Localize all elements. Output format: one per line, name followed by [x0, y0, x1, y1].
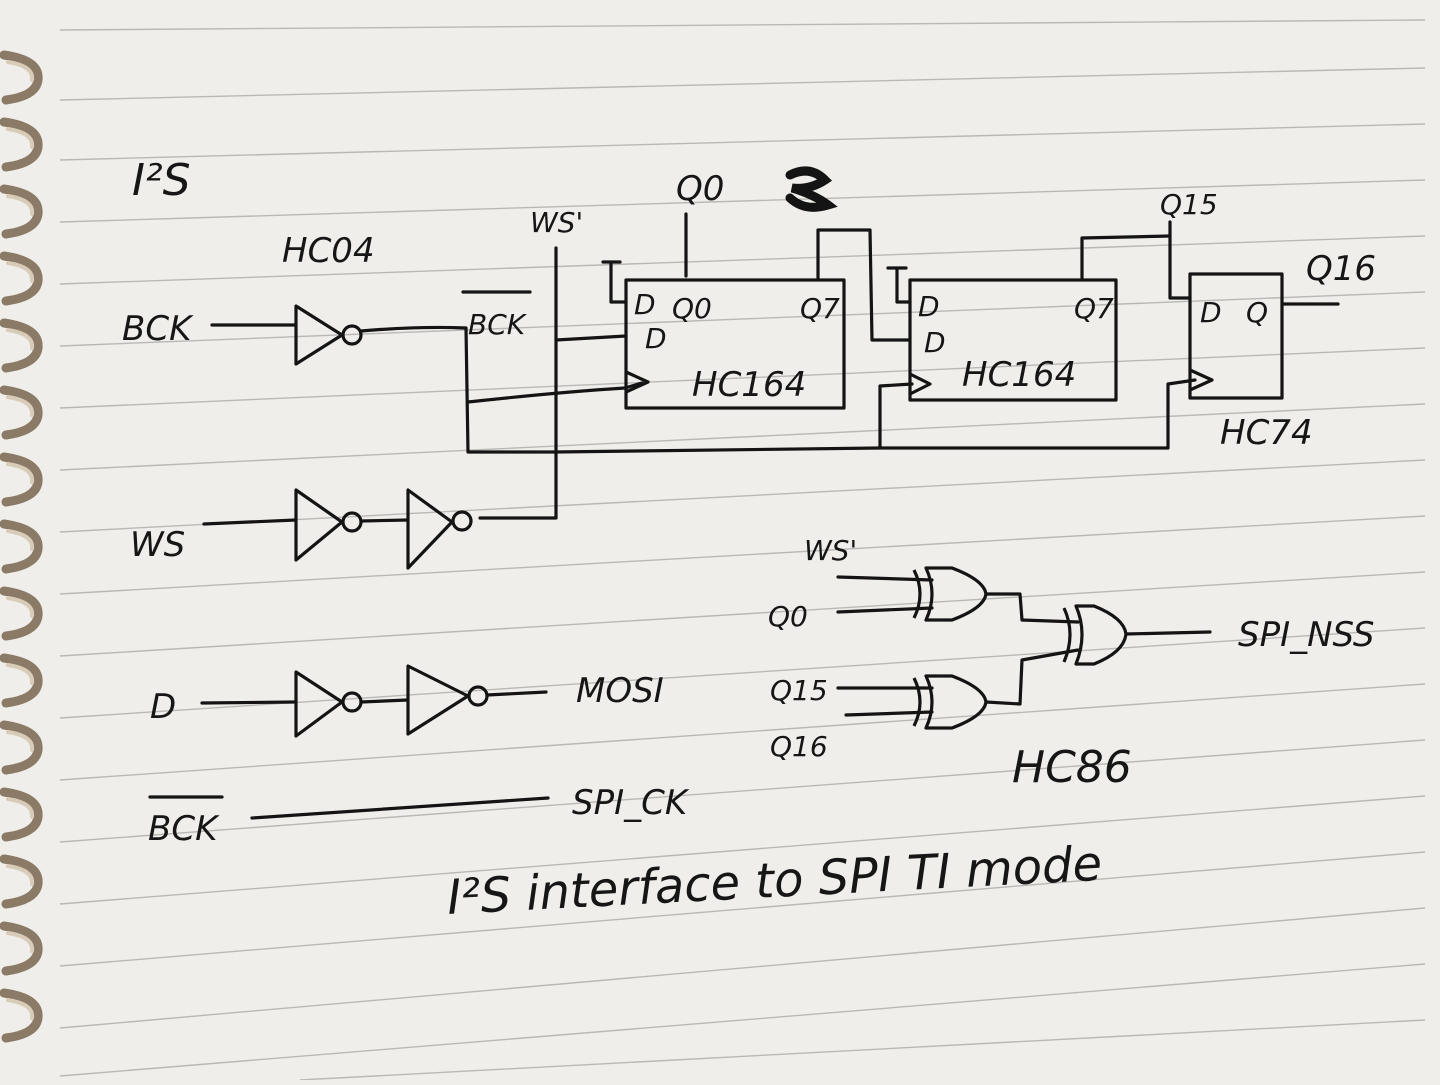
- hc74-clock-triangle: [1189, 368, 1214, 392]
- hc04-chip-label: HC04: [282, 231, 375, 271]
- hc74-pin-d: D: [1200, 296, 1222, 329]
- ws-input-label: WS: [130, 525, 185, 565]
- q16-xor-label: Q16: [770, 730, 828, 763]
- xor-gate-1-symbol: [912, 566, 988, 622]
- ws-inverter-1-symbol: [294, 488, 363, 562]
- ws-prime-label: WS': [530, 206, 583, 239]
- hc164-b-box: [908, 278, 1118, 402]
- spi-nss-label: SPI_NSS: [1238, 615, 1375, 655]
- hc164-a-clock-triangle: [625, 370, 650, 394]
- spi-nss-wire: [1124, 630, 1212, 636]
- ruled-lines: [59, 19, 1426, 1081]
- hc164-a-chip-label: HC164: [692, 365, 806, 405]
- mosi-wire: [485, 690, 548, 697]
- q15-xor-label: Q15: [770, 674, 828, 707]
- xor-gate-3-symbol: [1062, 604, 1128, 666]
- ws-prime-to-hc164a: [554, 334, 628, 342]
- ws-prime-net: [478, 246, 558, 520]
- hc164-b-pin-d4: D: [924, 326, 946, 359]
- hc164-a-d-tie: [601, 260, 628, 304]
- hc74-pin-q: Q: [1246, 296, 1268, 329]
- ws-inter-wire: [359, 518, 410, 523]
- d-inverter-1-symbol: [294, 670, 363, 738]
- hc86-chip-label: HC86: [1012, 742, 1132, 793]
- q15-to-hc74: [1168, 220, 1192, 300]
- hc164-a-pin-d1: D: [634, 288, 656, 321]
- q15-top-label: Q15: [1160, 188, 1218, 221]
- hc164-a-pin-q0: Q0: [672, 292, 712, 325]
- q0-xor-label: Q0: [768, 600, 808, 633]
- ws-input-wire: [202, 518, 298, 526]
- hc164-a-pin-d2: D: [645, 322, 667, 355]
- q0-top-label: Q0: [676, 169, 724, 209]
- mosi-label: MOSI: [576, 671, 664, 711]
- hc164-a-pin-q7: Q7: [800, 292, 840, 325]
- xor2-out-wire: [984, 648, 1080, 706]
- ws-inverter-2-symbol: [406, 488, 473, 570]
- spi-ck-label: SPI_CK: [572, 783, 690, 823]
- bck-input-label: BCK: [122, 309, 194, 349]
- clock-to-hc164a: [466, 381, 644, 404]
- hc164-a-box: [624, 278, 846, 410]
- xor1-out-wire: [984, 592, 1080, 624]
- hc74-chip-label: HC74: [1220, 413, 1313, 453]
- xor-gate-2-symbol: [912, 674, 988, 730]
- d-input-label: D: [150, 687, 176, 727]
- diagram-caption: I²S interface to SPI TI mode: [446, 836, 1104, 926]
- scribble-mark: [785, 166, 838, 212]
- spi-ck-wire: [250, 796, 550, 820]
- q7-chain-wire: [816, 228, 910, 342]
- ws-prime-xor-label: WS': [804, 534, 857, 567]
- hc74-box: [1188, 272, 1284, 400]
- bck-bar-2-label: BCK: [148, 809, 220, 849]
- bck-bar-net: [359, 325, 557, 454]
- spiral-binding: [0, 50, 43, 1043]
- hc164-b-chip-label: HC164: [962, 355, 1076, 395]
- bck-bar-label: BCK: [468, 308, 528, 341]
- hc164-b-pin-d3: D: [918, 290, 940, 323]
- hc164-b-pin-q7: Q7: [1074, 292, 1114, 325]
- d-inverter-2-symbol: [406, 664, 489, 736]
- clock-to-hc164b: [878, 382, 914, 450]
- q16-out-label: Q16: [1306, 249, 1376, 289]
- d-inter-wire: [359, 698, 410, 704]
- q15-wire: [1080, 234, 1172, 280]
- clock-bus-bottom: [553, 378, 1197, 454]
- d-input-wire: [200, 700, 298, 705]
- hc164-b-d-tie: [886, 266, 912, 304]
- diagram-title: I²S: [132, 155, 191, 206]
- hc164-b-clock-triangle: [909, 372, 932, 396]
- hc04-inverter-symbol: [294, 304, 363, 366]
